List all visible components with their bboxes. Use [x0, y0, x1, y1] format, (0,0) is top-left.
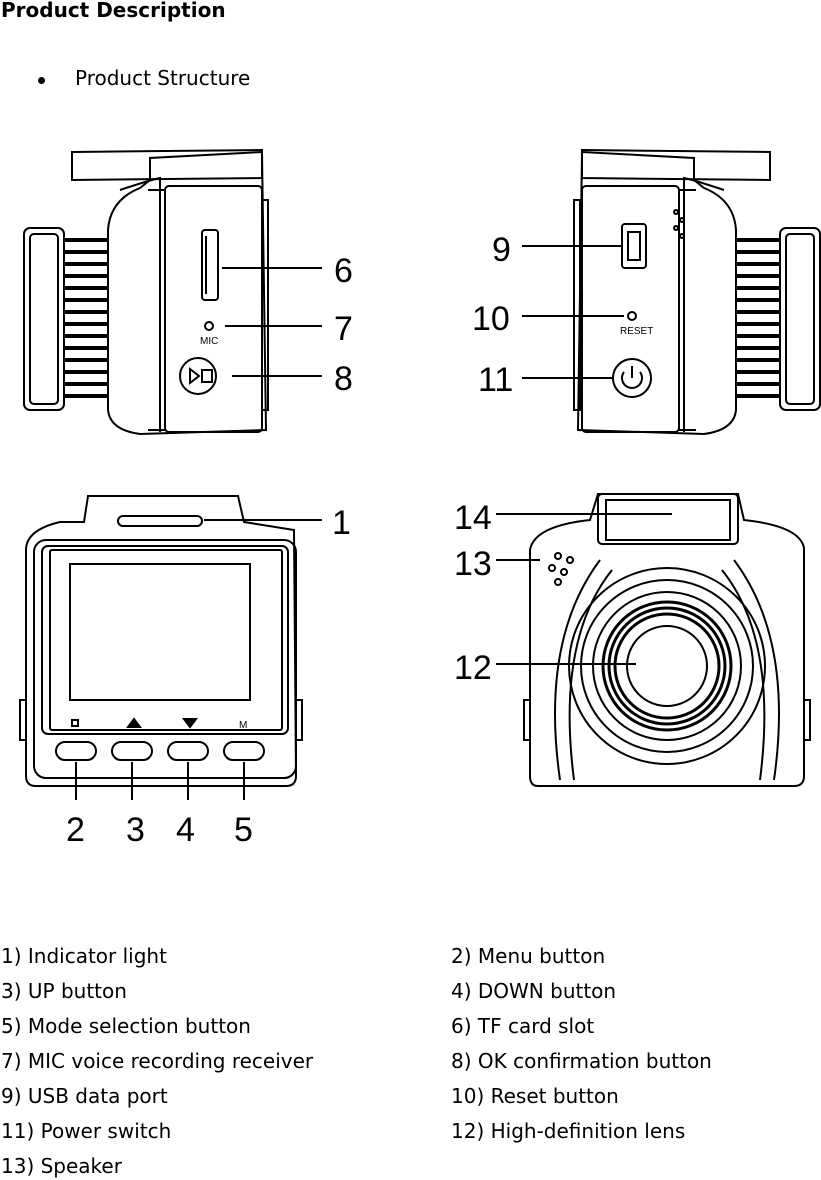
callout-2: 2	[66, 811, 85, 849]
front-view	[496, 493, 811, 787]
legend-item-13: 13) Speaker	[1, 1154, 122, 1178]
legend-item-2: 2) Menu button	[451, 944, 606, 968]
product-structure-diagram: MIC 6 7 8	[19, 148, 821, 849]
left-side-view: MIC	[23, 148, 322, 436]
legend-item-9: 9) USB data port	[1, 1084, 168, 1108]
reset-label: RESET	[620, 326, 653, 337]
callout-11: 11	[478, 361, 513, 399]
mic-label: MIC	[200, 336, 218, 347]
legend-item-7: 7) MIC voice recording receiver	[1, 1049, 314, 1073]
callout-5: 5	[234, 811, 253, 849]
callout-10: 10	[472, 300, 510, 338]
mode-glyph: M	[239, 720, 247, 731]
legend-item-10: 10) Reset button	[451, 1084, 619, 1108]
legend-item-3: 3) UP button	[1, 979, 127, 1003]
callout-9: 9	[492, 231, 511, 269]
callout-14: 14	[454, 499, 492, 537]
callout-6: 6	[334, 252, 353, 290]
section-title: Product Description	[1, 0, 226, 22]
callout-13: 13	[454, 545, 492, 583]
bullet-icon	[38, 77, 45, 84]
legend-item-12: 12) High-definition lens	[451, 1119, 686, 1143]
back-view: M	[19, 495, 322, 800]
legend-item-4: 4) DOWN button	[451, 979, 617, 1003]
legend-item-8: 8) OK confirmation button	[451, 1049, 712, 1073]
legend-item-1: 1) Indicator light	[1, 944, 167, 968]
legend-item-6: 6) TF card slot	[451, 1014, 595, 1038]
callout-7: 7	[334, 310, 353, 348]
callout-3: 3	[126, 811, 145, 849]
callout-8: 8	[334, 360, 353, 398]
callout-12: 12	[454, 649, 492, 687]
right-side-view: RESET	[522, 148, 821, 436]
bullet-label: Product Structure	[75, 66, 251, 90]
callout-1: 1	[332, 504, 351, 542]
legend-item-11: 11) Power switch	[1, 1119, 172, 1143]
legend-item-5: 5) Mode selection button	[1, 1014, 251, 1038]
callout-4: 4	[176, 811, 195, 849]
